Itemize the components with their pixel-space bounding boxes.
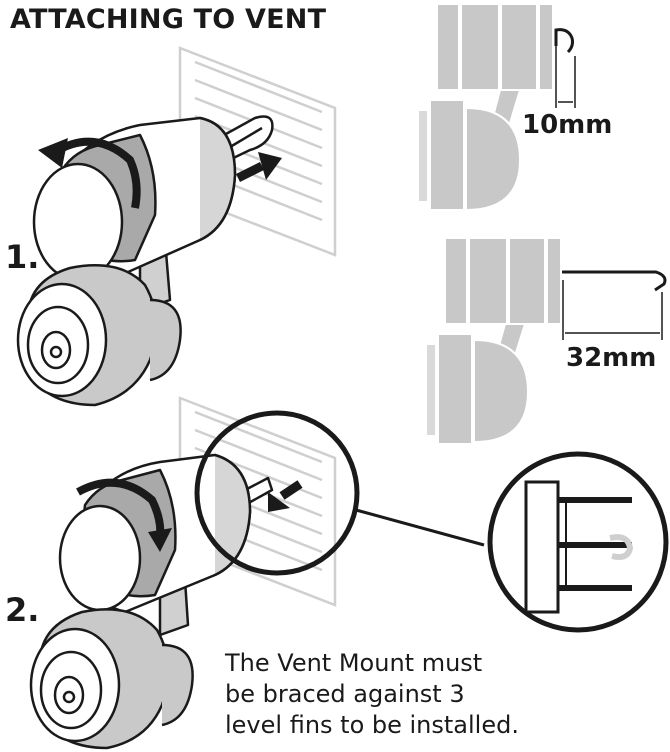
installation-note: The Vent Mount must be braced against 3 … (225, 648, 519, 741)
measurement-32mm: 32mm (566, 343, 657, 373)
side-view-10mm (417, 3, 554, 212)
detail-zoom-circle (487, 451, 669, 633)
page-title: ATTACHING TO VENT (10, 4, 327, 35)
step-2-label: 2. (5, 591, 40, 629)
push-arrow-icon (235, 152, 282, 183)
side-view-32mm (425, 237, 562, 445)
hook-32mm (562, 270, 667, 340)
magnifier-circle (194, 410, 485, 576)
note-line-2: be braced against 3 (225, 680, 465, 708)
note-line-3: level fins to be installed. (225, 711, 519, 739)
push-arrow-icon (268, 480, 303, 512)
rotate-arrow-icon (76, 478, 172, 552)
step-1-label: 1. (5, 238, 40, 276)
measurement-10mm: 10mm (522, 110, 613, 140)
hook-10mm (554, 28, 576, 108)
note-line-1: The Vent Mount must (225, 649, 483, 677)
rotate-arrow-icon (38, 137, 141, 209)
vent-mount-device-step1 (16, 115, 274, 407)
